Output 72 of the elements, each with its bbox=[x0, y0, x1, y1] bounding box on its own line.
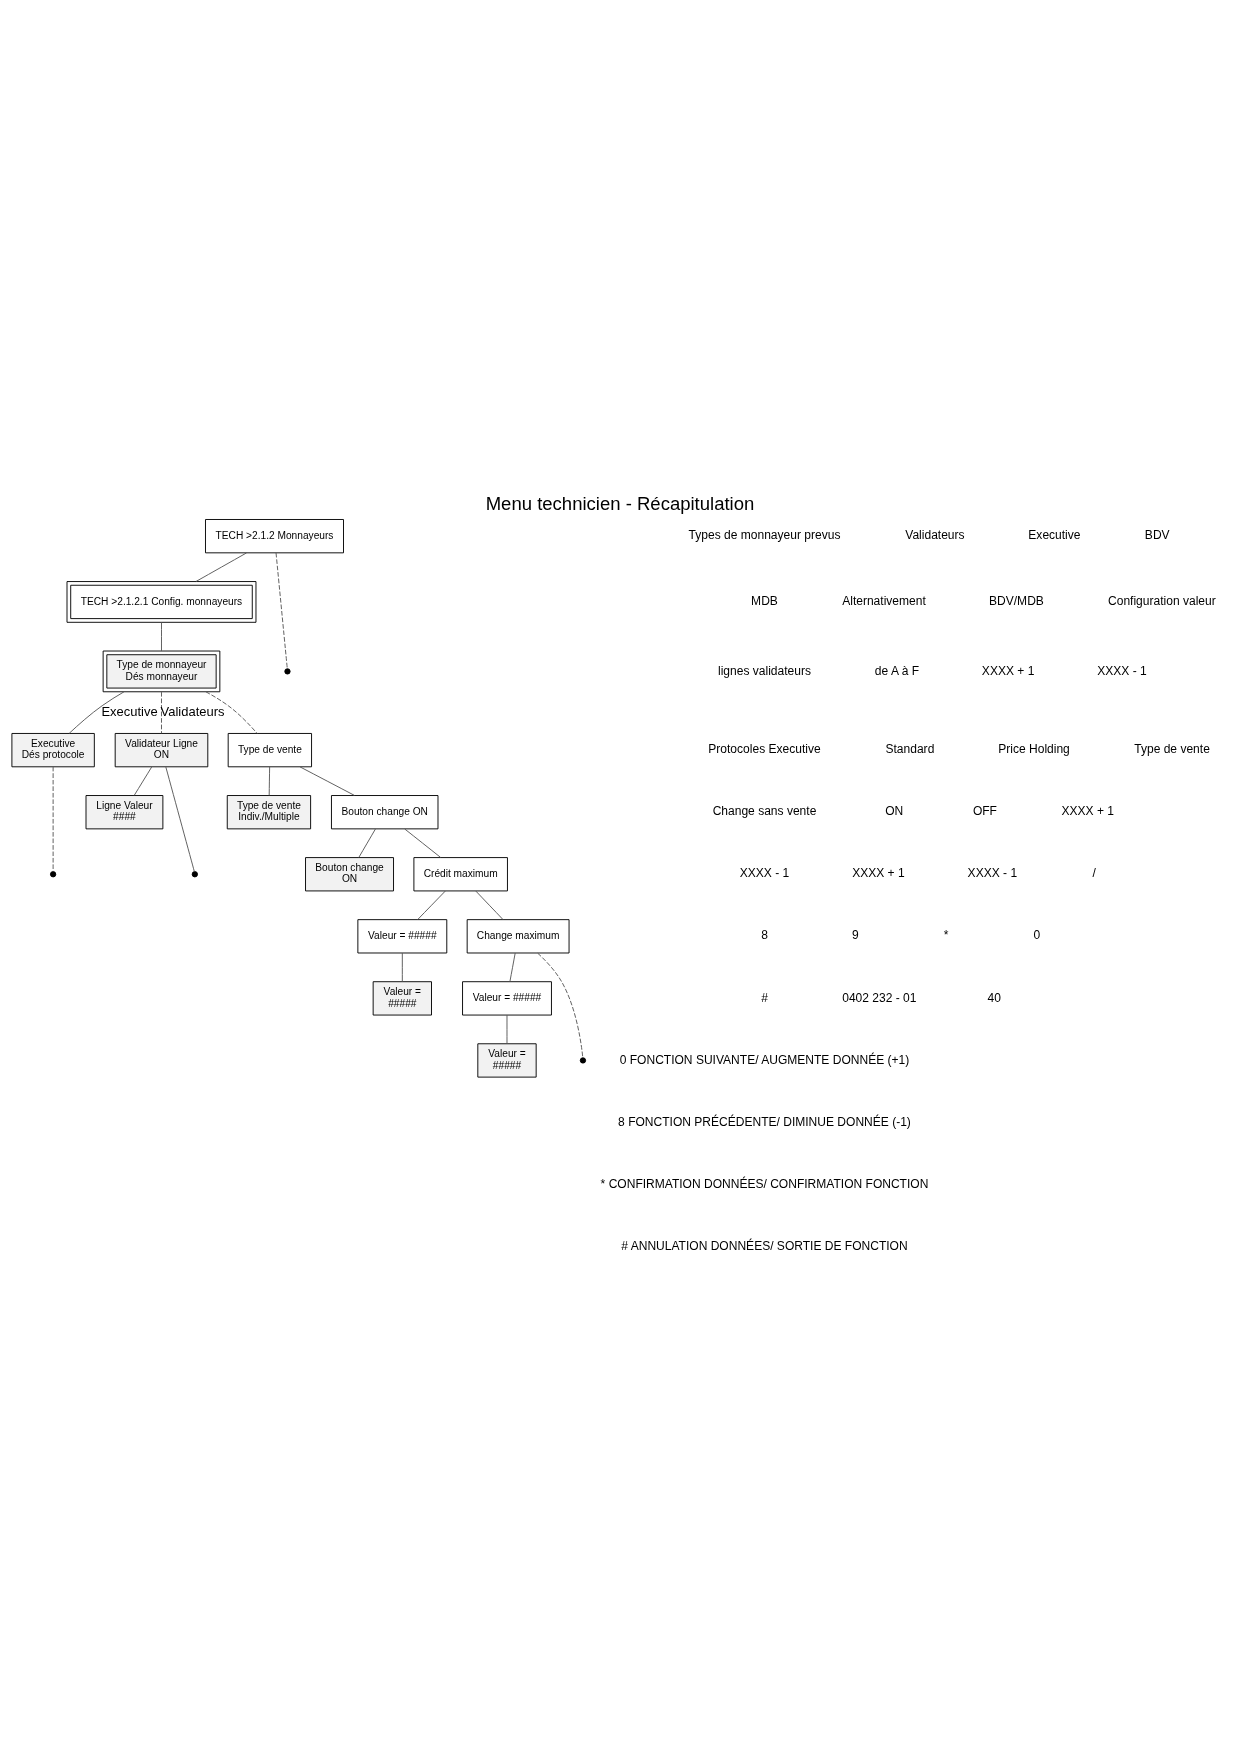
label: / bbox=[1092, 866, 1096, 881]
node-box: Change maximum bbox=[466, 919, 570, 954]
connector bbox=[417, 890, 446, 920]
label: 9 bbox=[851, 928, 859, 943]
edge-label: Executive bbox=[101, 704, 158, 720]
legend-label: 8 FONCTION PRÉCÉDENTE/ DIMINUE DONNÉE (-1) bbox=[618, 1114, 911, 1129]
label: OFF bbox=[972, 804, 997, 819]
connector bbox=[161, 691, 162, 734]
label: 0 bbox=[1033, 928, 1041, 943]
node-box: Executive Dés protocole bbox=[11, 733, 95, 768]
label: ON bbox=[885, 804, 904, 819]
label: de A à F bbox=[874, 663, 920, 678]
connector bbox=[404, 828, 442, 858]
label: lignes validateurs bbox=[718, 663, 811, 678]
legend-label: # ANNULATION DONNÉES/ SORTIE DE FONCTION bbox=[621, 1238, 908, 1253]
connector bbox=[195, 552, 248, 582]
label: Price Holding bbox=[998, 742, 1070, 757]
label: # bbox=[761, 990, 768, 1005]
label: Executive bbox=[1028, 528, 1081, 543]
connector bbox=[475, 890, 504, 920]
diagram-title: Menu technicien - Récapitulation bbox=[485, 493, 755, 515]
label: 8 bbox=[761, 928, 768, 943]
label: 0402 232 - 01 bbox=[842, 990, 917, 1005]
label: * bbox=[943, 928, 949, 943]
node-box: Valeur = ##### bbox=[462, 981, 552, 1016]
label: XXXX + 1 bbox=[981, 663, 1035, 678]
connector bbox=[52, 766, 54, 872]
label: XXXX + 1 bbox=[852, 866, 905, 881]
label: BDV bbox=[1144, 528, 1170, 543]
label: 40 bbox=[987, 990, 1001, 1005]
node-box: Validateur Ligne ON bbox=[114, 733, 209, 768]
connector bbox=[68, 691, 125, 734]
connector bbox=[205, 691, 258, 734]
connector bbox=[133, 766, 153, 796]
connector bbox=[537, 952, 584, 1058]
node-box: Valeur = ##### bbox=[357, 919, 448, 954]
label: XXXX + 1 bbox=[1061, 804, 1115, 819]
node-box: Ligne Valeur #### bbox=[85, 795, 164, 830]
connector bbox=[509, 952, 516, 982]
connector bbox=[275, 552, 288, 670]
label: Validateurs bbox=[905, 528, 965, 543]
label: MDB bbox=[751, 594, 778, 609]
label: Standard bbox=[885, 742, 935, 757]
node-box: Crédit maximum bbox=[413, 857, 508, 892]
node-box: Valeur = ##### bbox=[372, 981, 432, 1016]
node-box: TECH >2.1.2 Monnayeurs bbox=[205, 519, 344, 554]
label: Alternativement bbox=[842, 594, 926, 609]
node-box: Valeur = ##### bbox=[477, 1043, 537, 1078]
node-box: Type de monnayeur Dés monnayeur bbox=[102, 650, 221, 693]
legend-label: 0 FONCTION SUIVANTE/ AUGMENTE DONNÉE (+1) bbox=[619, 1052, 910, 1067]
label: Change sans vente bbox=[712, 804, 817, 819]
label: BDV/MDB bbox=[989, 594, 1044, 609]
node-box: Type de vente bbox=[227, 733, 312, 768]
label: Protocoles Executive bbox=[708, 742, 821, 757]
connector bbox=[268, 766, 271, 796]
label: XXXX - 1 bbox=[739, 866, 790, 881]
connector bbox=[358, 828, 376, 858]
edge-label: Validateurs bbox=[160, 704, 225, 720]
connector bbox=[161, 621, 162, 652]
label: Configuration valeur bbox=[1108, 594, 1216, 609]
node-box: Type de vente Indiv./Multiple bbox=[226, 795, 312, 830]
connector bbox=[401, 952, 403, 982]
legend-label: * CONFIRMATION DONNÉES/ CONFIRMATION FONCTION bbox=[600, 1176, 929, 1191]
label: Types de monnayeur prevus bbox=[688, 528, 841, 543]
connector bbox=[165, 766, 195, 872]
node-box: Bouton change ON bbox=[305, 857, 394, 892]
label: Type de vente bbox=[1134, 742, 1210, 757]
node-box: Bouton change ON bbox=[331, 795, 439, 830]
label: XXXX - 1 bbox=[967, 866, 1018, 881]
label: XXXX - 1 bbox=[1097, 663, 1147, 678]
connector bbox=[506, 1014, 508, 1045]
connector bbox=[299, 766, 355, 796]
